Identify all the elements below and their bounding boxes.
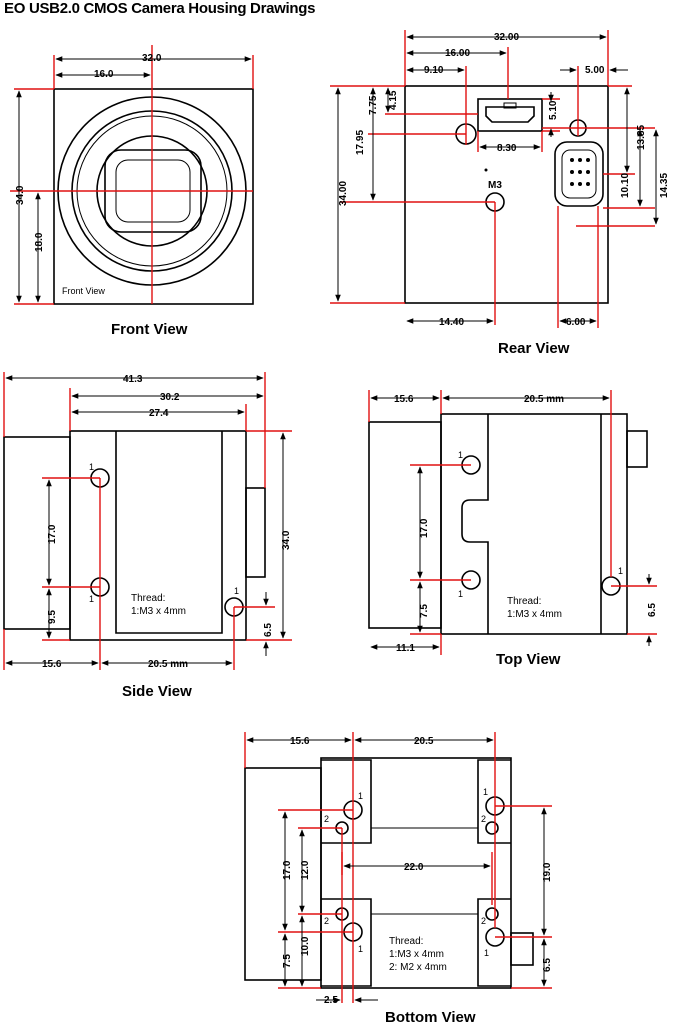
rear-view: M3 32.00 16.00 9.10 5.00 — [330, 30, 670, 357]
rear-view-caption: Rear View — [498, 340, 570, 357]
dim-rear-left-hole: 9.10 — [424, 65, 444, 76]
svg-text:1: 1 — [483, 787, 488, 797]
dim-side-right-hole: 6.5 — [263, 623, 274, 637]
top-thread-label: Thread: — [507, 596, 541, 607]
bottom-thread-spec-1: 1:M3 x 4mm — [389, 949, 444, 960]
svg-text:1: 1 — [234, 586, 239, 596]
bottom-view: 1 2 2 1 1 2 2 1 Thread: 1:M3 x 4mm 2: M2… — [244, 732, 553, 1026]
dim-side-lens: 15.6 — [42, 659, 62, 670]
side-view: 1 1 1 Thread: 1:M3 x 4mm 41.3 30.2 27.4 … — [3, 372, 292, 700]
top-view: 1 1 1 Thread: 1:M3 x 4mm 15.6 20.5 mm 17… — [368, 390, 658, 668]
dim-side-bottom: 9.5 — [47, 610, 58, 624]
dim-top-right-hole: 6.5 — [647, 603, 658, 617]
svg-text:1: 1 — [458, 589, 463, 599]
dim-top-lens-step: 11.1 — [396, 643, 415, 654]
dim-side-holes-x: 20.5 mm — [148, 659, 188, 670]
dim-bottom-right-spacing: 19.0 — [542, 862, 553, 882]
top-thread-spec: 1:M3 x 4mm — [507, 609, 562, 620]
dim-bottom-right-bottom: 6.5 — [542, 958, 553, 972]
dim-front-half-height: 18.0 — [34, 232, 45, 252]
svg-text:2: 2 — [481, 814, 486, 824]
bottom-view-caption: Bottom View — [385, 1009, 476, 1026]
dim-front-height: 34.0 — [15, 185, 26, 205]
dim-bottom-lens: 15.6 — [290, 736, 310, 747]
dim-rear-13-85: 13.85 — [636, 125, 647, 150]
dim-side-hole-spacing: 17.0 — [47, 524, 58, 544]
top-view-caption: Top View — [496, 651, 561, 668]
dim-bottom-m2-spacing: 12.0 — [300, 860, 311, 880]
dim-side-total: 41.3 — [123, 374, 143, 385]
dim-rear-10-10: 10.10 — [620, 173, 631, 198]
dim-rear-right-hole: 5.00 — [585, 65, 605, 76]
dim-side-height: 34.0 — [281, 530, 292, 550]
dim-bottom-m2-bottom: 10.0 — [300, 936, 311, 956]
side-view-caption: Side View — [122, 683, 192, 700]
dim-rear-14-35: 14.35 — [659, 173, 670, 198]
side-thread-spec: 1:M3 x 4mm — [131, 606, 186, 617]
dim-rear-usb-width: 8.30 — [497, 143, 517, 154]
dim-bottom-offset: 2.5 — [324, 995, 338, 1006]
side-thread-label: Thread: — [131, 593, 165, 604]
dim-rear-width: 32.00 — [494, 32, 519, 43]
dim-side-body: 30.2 — [160, 392, 180, 403]
svg-text:1: 1 — [458, 450, 463, 460]
dim-top-holes-x: 20.5 mm — [524, 394, 564, 405]
svg-text:1: 1 — [358, 944, 363, 954]
dim-rear-4-15: 4.15 — [388, 90, 399, 110]
page-title: EO USB2.0 CMOS Camera Housing Drawings — [4, 0, 316, 17]
dim-top-hole-spacing: 17.0 — [419, 518, 430, 538]
dim-bottom-holes-x: 20.5 — [414, 736, 434, 747]
svg-text:2: 2 — [324, 916, 329, 926]
dim-top-bottom: 7.5 — [419, 604, 430, 618]
bottom-thread-spec-2: 2: M2 x 4mm — [389, 962, 447, 973]
dim-bottom-m3-spacing: 17.0 — [282, 860, 293, 880]
dim-rear-height: 34.00 — [338, 181, 349, 206]
rear-m3-label: M3 — [488, 180, 502, 191]
bottom-thread-label: Thread: — [389, 936, 423, 947]
dim-bottom-m3-bottom: 7.5 — [282, 954, 293, 968]
dim-rear-5-10: 5.10 — [548, 100, 559, 120]
dim-rear-17-95: 17.95 — [355, 130, 366, 155]
svg-text:2: 2 — [481, 916, 486, 926]
front-view: 32.0 16.0 34.0 18.0 Front View Front Vie… — [10, 45, 254, 338]
svg-text:1: 1 — [89, 594, 94, 604]
dim-front-half-width: 16.0 — [94, 69, 114, 80]
dim-rear-m3-x: 14.40 — [439, 317, 464, 328]
svg-text:1: 1 — [89, 462, 94, 472]
dim-rear-conn-x: 6.00 — [566, 317, 586, 328]
front-view-caption: Front View — [111, 321, 188, 338]
front-view-inner-label: Front View — [62, 286, 105, 296]
dim-rear-usb-center: 16.00 — [445, 48, 470, 59]
dim-top-lens: 15.6 — [394, 394, 414, 405]
dim-front-width: 32.0 — [142, 53, 162, 64]
svg-text:1: 1 — [484, 948, 489, 958]
svg-text:2: 2 — [324, 814, 329, 824]
svg-text:1: 1 — [618, 566, 623, 576]
svg-text:1: 1 — [358, 791, 363, 801]
dim-side-inner: 27.4 — [149, 408, 169, 419]
dim-bottom-m2-x: 22.0 — [404, 862, 424, 873]
